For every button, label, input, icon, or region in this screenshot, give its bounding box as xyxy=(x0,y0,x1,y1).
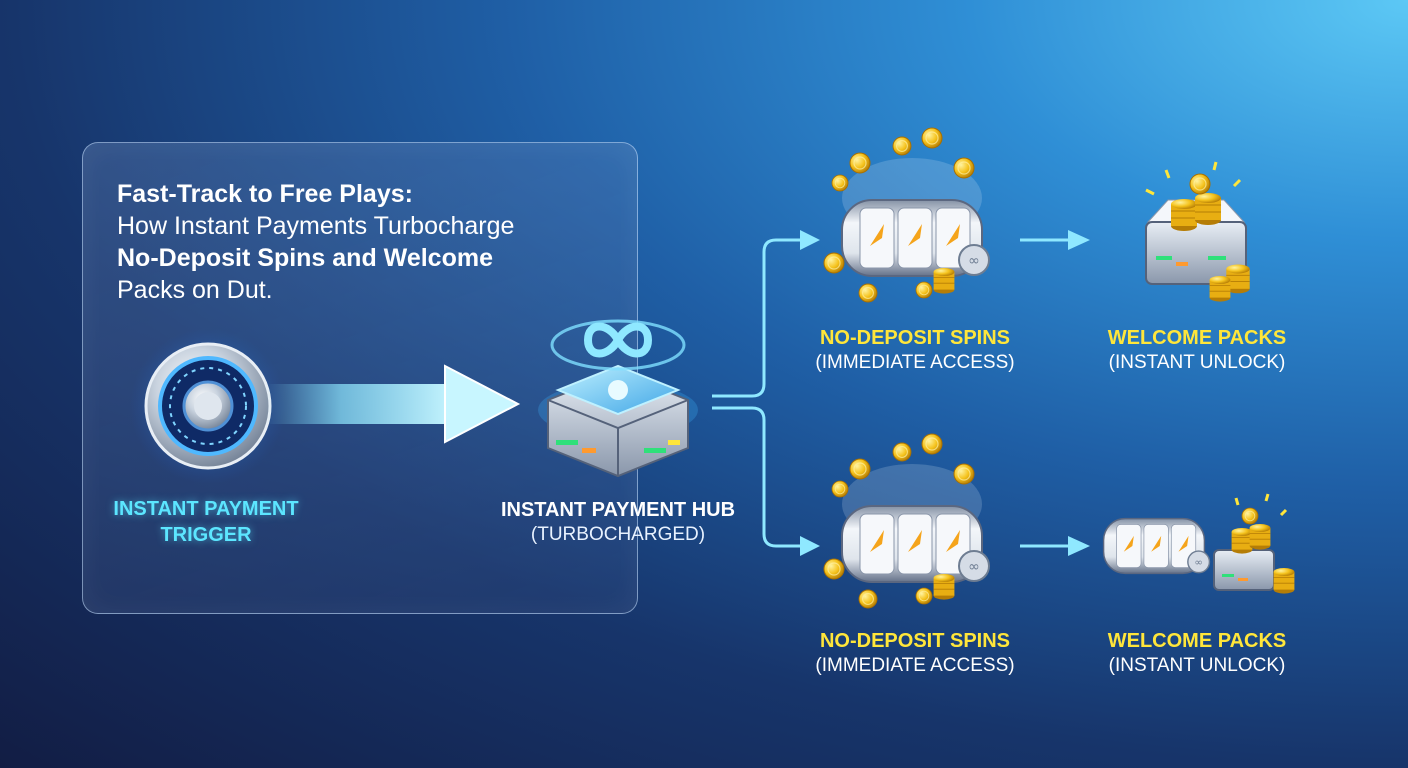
top-packs-label: WELCOME PACKS (INSTANT UNLOCK) xyxy=(1090,325,1304,375)
top-spins-sub: (IMMEDIATE ACCESS) xyxy=(815,352,1015,373)
title-line-2: How Instant Payments Turbocharge xyxy=(117,212,515,240)
top-spins-label: NO-DEPOSIT SPINS (IMMEDIATE ACCESS) xyxy=(800,325,1030,375)
arrow-icon xyxy=(265,364,521,444)
title-line-3: No-Deposit Spins and Welcome xyxy=(117,244,493,272)
bottom-packs-label: WELCOME PACKS (INSTANT UNLOCK) xyxy=(1090,628,1304,678)
title-line-4: Packs on Dut. xyxy=(117,276,273,304)
bottom-packs-sub: (INSTANT UNLOCK) xyxy=(1108,655,1286,676)
page-title: Fast-Track to Free Plays: How Instant Pa… xyxy=(117,178,597,306)
bottom-spins-sub: (IMMEDIATE ACCESS) xyxy=(815,655,1015,676)
slot-machine-icon xyxy=(823,433,990,609)
bottom-spins-title: NO-DEPOSIT SPINS xyxy=(819,630,1011,652)
coin-chest-icon xyxy=(1145,161,1251,303)
top-packs-sub: (INSTANT UNLOCK) xyxy=(1108,352,1286,373)
trigger-button-icon xyxy=(130,328,286,484)
payment-hub-icon xyxy=(538,364,698,478)
title-line-1: Fast-Track to Free Plays: xyxy=(117,180,413,208)
top-spins-title: NO-DEPOSIT SPINS xyxy=(819,327,1011,349)
bottom-spins-label: NO-DEPOSIT SPINS (IMMEDIATE ACCESS) xyxy=(800,628,1030,678)
trigger-label-line-1: INSTANT PAYMENT xyxy=(113,498,299,520)
trigger-label-line-2: TRIGGER xyxy=(160,524,252,546)
infinity-icon xyxy=(550,319,686,371)
branch-connector xyxy=(712,230,1090,556)
trigger-label: INSTANT PAYMENT TRIGGER xyxy=(96,496,316,548)
coin-stack-icon xyxy=(1213,493,1295,594)
hub-label-title: INSTANT PAYMENT HUB xyxy=(500,499,736,521)
hub-label: INSTANT PAYMENT HUB (TURBOCHARGED) xyxy=(480,497,756,547)
top-packs-title: WELCOME PACKS xyxy=(1107,327,1287,349)
slot-machine-icon xyxy=(823,127,990,303)
bottom-packs-title: WELCOME PACKS xyxy=(1107,630,1287,652)
hub-label-sub: (TURBOCHARGED) xyxy=(530,524,706,545)
mini-slot-machine-icon xyxy=(1102,517,1211,575)
